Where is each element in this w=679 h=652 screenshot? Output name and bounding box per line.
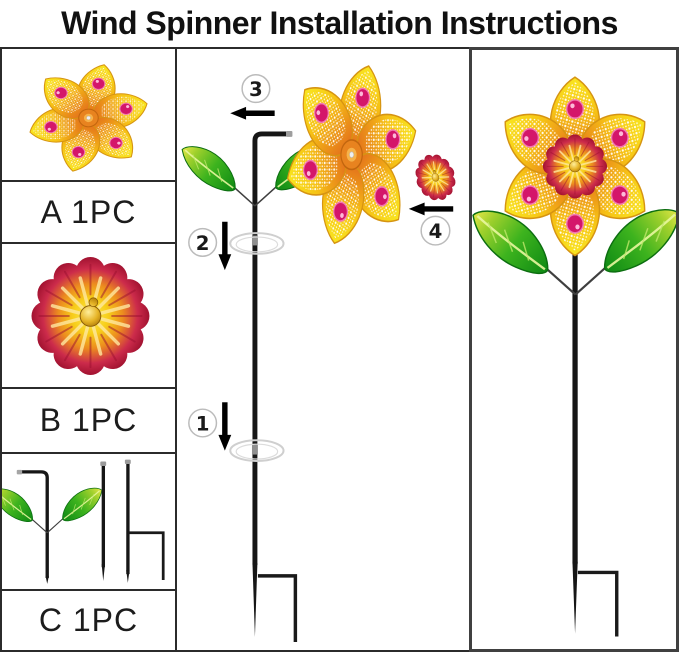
ground-fork: [257, 574, 298, 642]
pin-stake-cap: [100, 461, 107, 466]
step-2-number: 2: [196, 232, 210, 255]
fork-stake-tip: [126, 570, 130, 583]
step-4-badge: [420, 215, 451, 246]
fork-stake: [126, 463, 130, 575]
part-a-image: [2, 49, 175, 182]
pin-stake: [101, 465, 106, 568]
leaf-pair: [2, 487, 106, 533]
main-pole: [252, 131, 288, 566]
assembled-view-panel: [469, 47, 679, 652]
part-b-image: [2, 244, 175, 389]
pin-stake-tip: [101, 564, 106, 581]
arrow-down-head: [218, 434, 232, 451]
pole-parts-icon: [2, 459, 165, 584]
parts-column: A 1PC B 1PC C 1PC: [0, 47, 177, 652]
bent-pole-tip: [45, 576, 49, 584]
flower-spinner-head: [269, 49, 434, 267]
assembled-spinner: [472, 50, 676, 637]
flower-cap-icon: [2, 244, 175, 387]
upper-connector-ring-inner: [235, 236, 279, 253]
fork-stake-cap: [124, 459, 131, 464]
lower-connector-ring: [229, 439, 285, 462]
step-3-badge: [241, 74, 271, 104]
assembly-diagram-panel: 3 2 1 4: [175, 47, 471, 652]
arrow-down-head: [218, 254, 232, 271]
step-1-number: 1: [196, 412, 210, 435]
arrow-left-head: [230, 106, 247, 120]
lower-joint: [251, 444, 258, 455]
pole-arm-cap: [286, 130, 293, 137]
part-a-label: A 1PC: [2, 182, 175, 244]
ground-fork: [577, 570, 619, 637]
step-4-number: 4: [429, 220, 443, 243]
step-2-badge: [188, 227, 218, 258]
fork-arm: [128, 531, 165, 580]
flower-cap: [409, 148, 462, 206]
part-c-image: [2, 454, 175, 591]
upper-joint: [251, 235, 258, 246]
assembly-diagram: 3 2 1 4: [177, 49, 469, 642]
part-b-label: B 1PC: [2, 389, 175, 454]
page-title: Wind Spinner Installation Instructions: [61, 4, 618, 41]
part-c-label: C 1PC: [38, 602, 139, 638]
step-1-badge: [188, 408, 218, 438]
flower-spinner-head-icon: [2, 49, 175, 180]
lower-connector-ring-inner: [235, 443, 279, 460]
bent-pole: [21, 470, 49, 579]
step-3-number: 3: [249, 78, 263, 101]
arrow-left-head: [408, 202, 425, 216]
bent-pole-cap: [16, 469, 23, 475]
main-pole-tip: [252, 563, 258, 638]
main-pole-tip: [572, 561, 578, 634]
main-pole: [572, 179, 578, 564]
upper-connector-ring: [229, 232, 285, 255]
